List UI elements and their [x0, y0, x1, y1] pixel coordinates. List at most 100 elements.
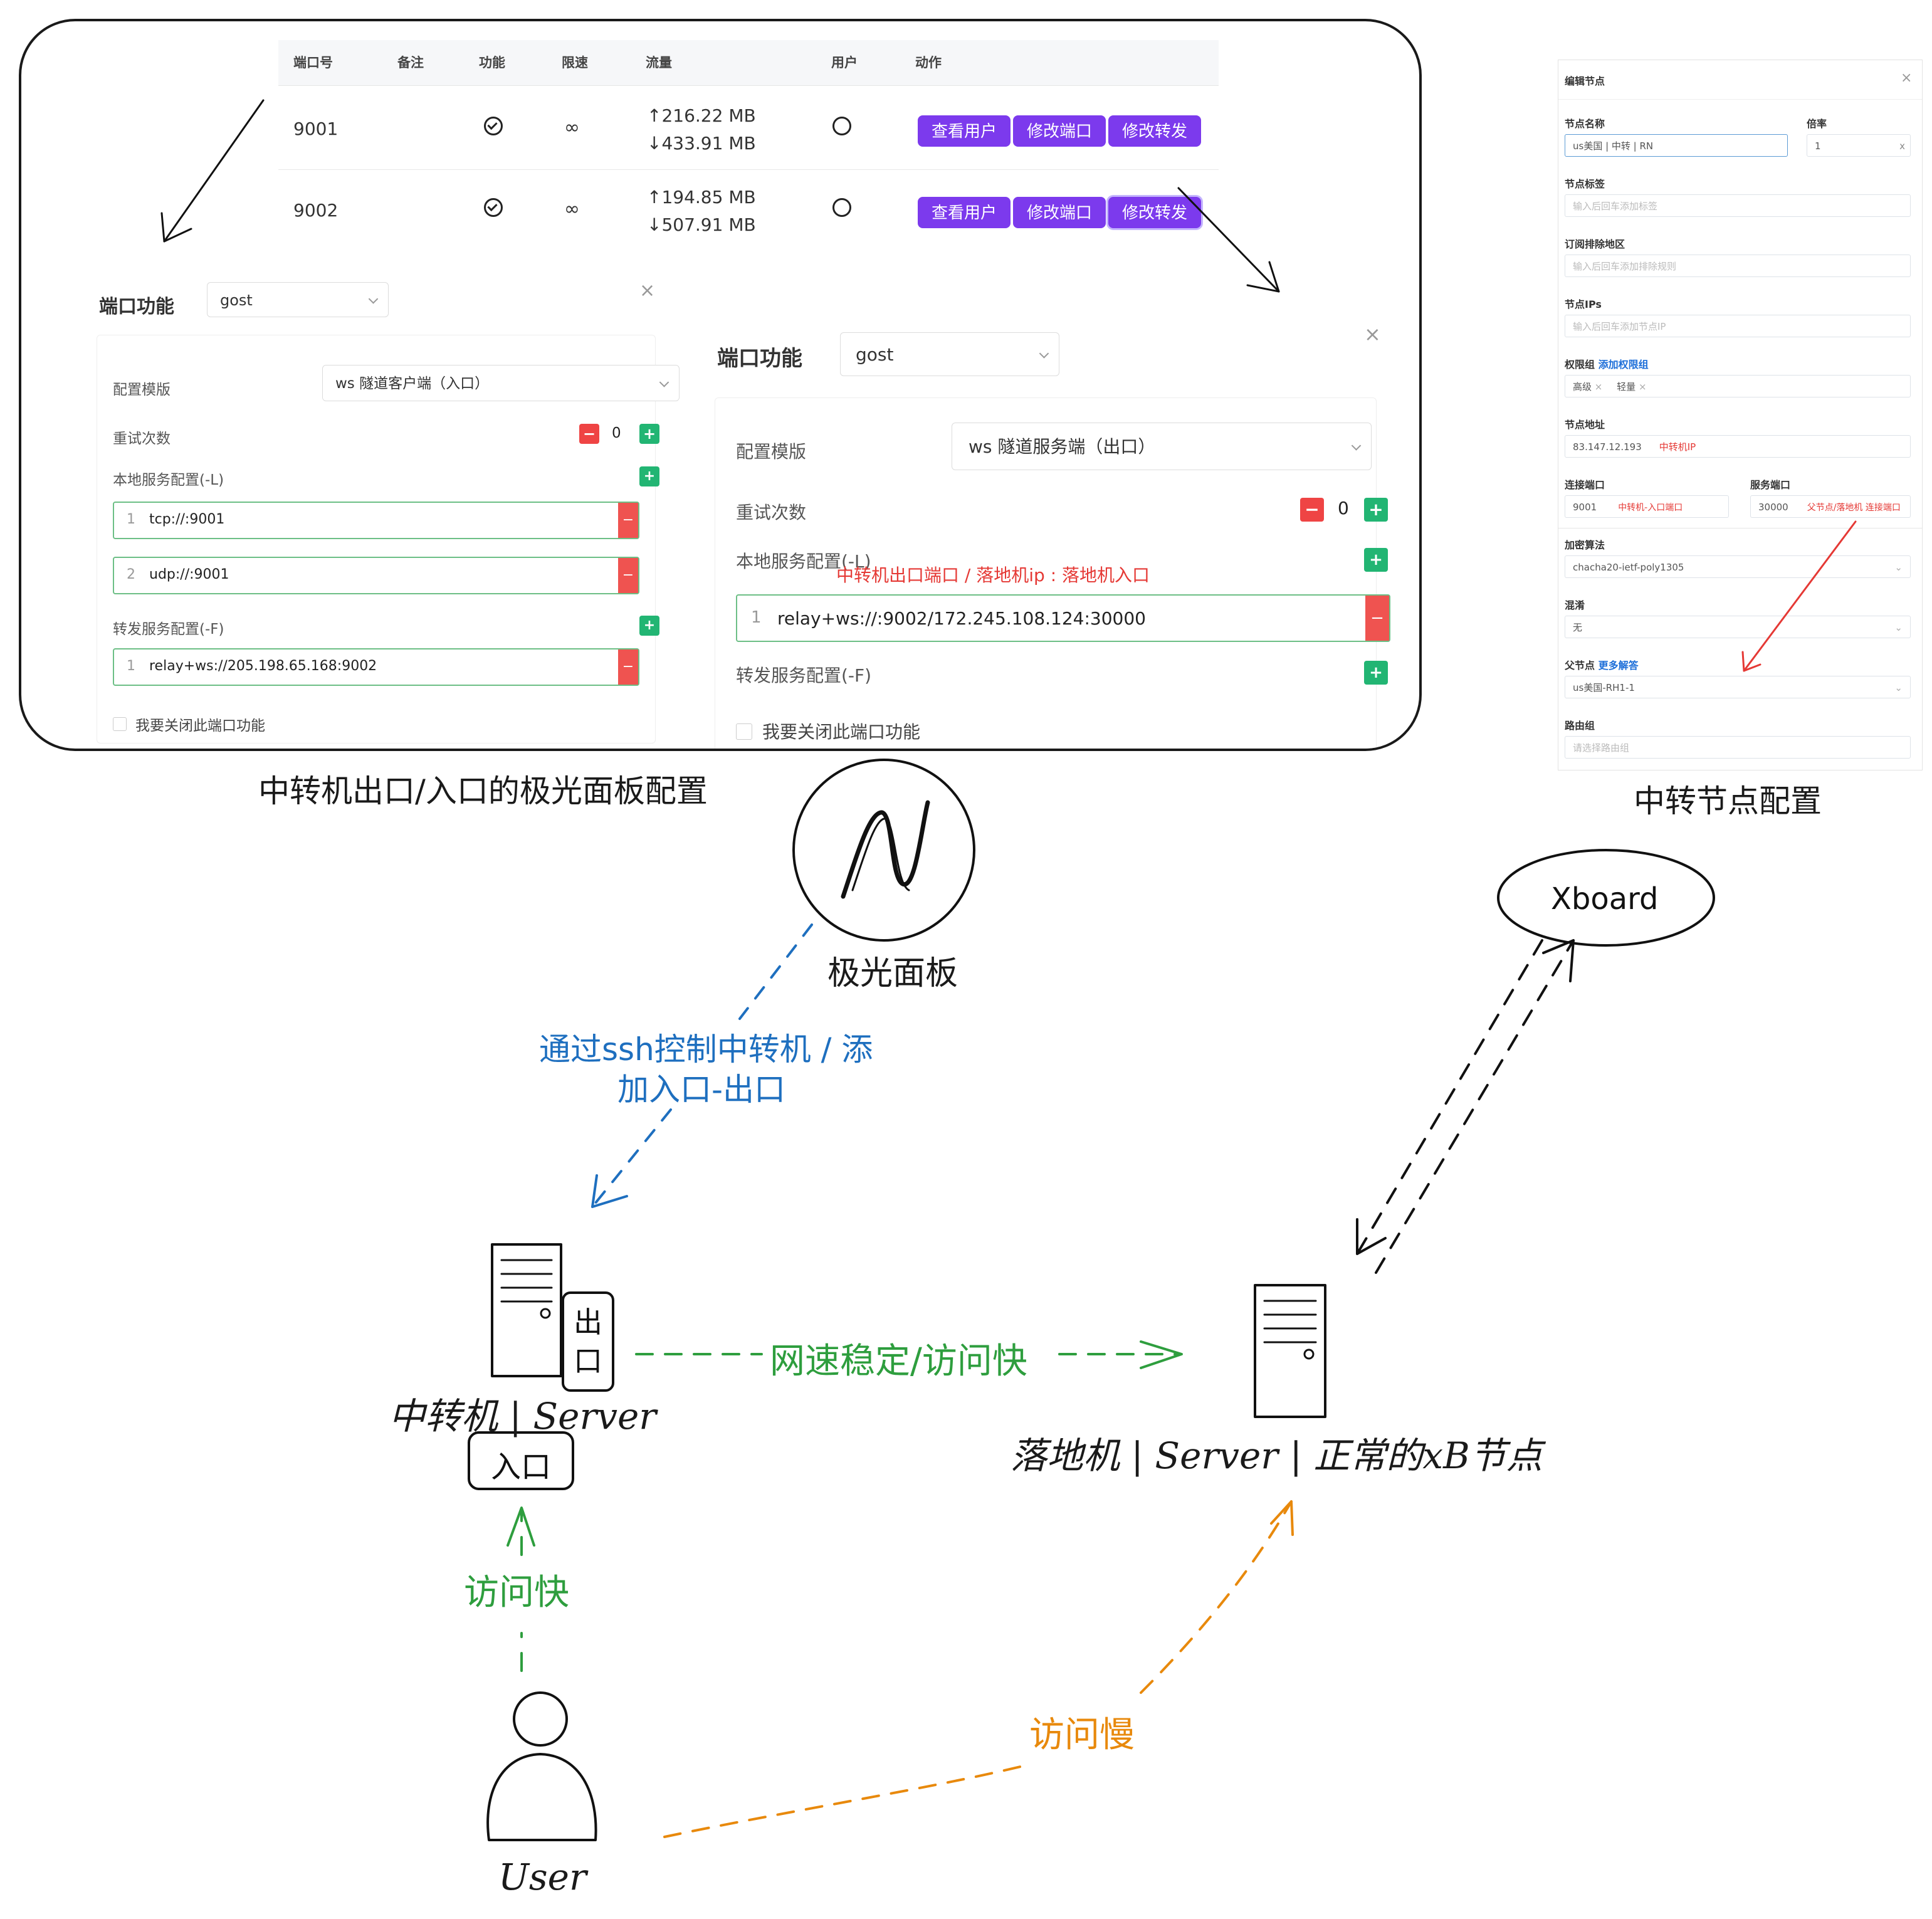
close-icon[interactable]: ×: [1364, 322, 1381, 346]
local-config-label: 本地服务配置(-L): [736, 551, 871, 572]
row2-port: 9002: [293, 200, 339, 221]
node-header: [1558, 60, 1922, 100]
user-circle-icon: [832, 117, 851, 135]
exclude-input[interactable]: 输入后回车添加排除规则: [1565, 255, 1911, 277]
increment-button[interactable]: +: [639, 424, 659, 444]
disable-checkbox[interactable]: [113, 717, 127, 731]
template-label: 配置模版: [113, 382, 171, 398]
addr-input[interactable]: 83.147.12.193 中转机IP: [1565, 435, 1911, 458]
name-input[interactable]: us美国 | 中转 | RN: [1565, 134, 1788, 157]
add-forward-button[interactable]: +: [639, 616, 659, 636]
entry-port-panel: 端口功能 gost × 配置模版 ws 隧道客户端（入口） 重试次数 − 0 +…: [90, 260, 692, 749]
row2-limit: ∞: [564, 198, 580, 220]
more-answers-link[interactable]: 更多解答: [1598, 660, 1639, 671]
cipher-label: 加密算法: [1565, 539, 1605, 551]
svc-port-value: 30000: [1758, 502, 1788, 513]
forward-value: relay+ws://205.198.65.168:9002: [149, 658, 377, 674]
route-select[interactable]: 请选择路由组: [1565, 736, 1911, 759]
perm-input[interactable]: 高级 × 轻量 ×: [1565, 375, 1911, 397]
local-input-1[interactable]: 1 relay+ws://:9002/172.245.108.124:30000…: [736, 594, 1390, 642]
retry-value: 0: [1338, 498, 1349, 518]
ssh-arrow: [738, 923, 813, 1020]
local-input-2[interactable]: 2 udp://:9001 −: [113, 557, 639, 594]
obfs-select[interactable]: 无⌄: [1565, 616, 1911, 638]
edit-port-button[interactable]: 修改端口: [1013, 197, 1106, 228]
remove-button[interactable]: −: [618, 649, 638, 685]
forward-config-label: 转发服务配置(-F): [736, 665, 872, 686]
perm-tag: 高级 ×: [1573, 381, 1602, 392]
row2-up: ↑194.85 MB: [647, 187, 756, 208]
local-input-1[interactable]: 1 tcp://:9001 −: [113, 502, 639, 539]
template-select[interactable]: ws 隧道服务端（出口）: [952, 423, 1372, 470]
perm-tag: 轻量 ×: [1617, 381, 1646, 392]
function-select[interactable]: gost: [840, 332, 1059, 376]
parent-label-text: 父节点: [1565, 660, 1595, 671]
panel-caption: 中转机出口/入口的极光面板配置: [258, 773, 708, 809]
node-caption: 中转节点配置: [1634, 783, 1822, 819]
addr-value: 83.147.12.193: [1573, 441, 1642, 453]
config-card: [715, 397, 1377, 749]
row1-limit: ∞: [564, 117, 580, 139]
edit-forward-button[interactable]: 修改转发: [1108, 197, 1202, 228]
entry-box: [468, 1431, 574, 1490]
chevron-down-icon: ⌄: [1894, 622, 1903, 633]
remove-button[interactable]: −: [1365, 596, 1389, 641]
route-label: 路由组: [1565, 720, 1595, 732]
th-function: 功能: [479, 55, 505, 70]
perm-tag-text: 轻量: [1617, 381, 1636, 392]
function-select[interactable]: gost: [207, 282, 389, 317]
arrowhead: [1140, 1340, 1183, 1369]
add-local-button[interactable]: +: [639, 466, 659, 486]
arrow-to-entry-panel: [163, 99, 265, 243]
close-icon[interactable]: ×: [1638, 381, 1647, 392]
tag-input[interactable]: 输入后回车添加标签: [1565, 194, 1911, 217]
template-select[interactable]: ws 隧道客户端（入口）: [322, 365, 680, 401]
forward-input-1[interactable]: 1 relay+ws://205.198.65.168:9002 −: [113, 648, 639, 686]
close-icon[interactable]: ×: [1594, 381, 1603, 392]
ssh-arrow: [591, 1108, 672, 1208]
parent-value: us美国-RH1-1: [1573, 682, 1635, 693]
clear-icon[interactable]: x: [1899, 140, 1905, 152]
edit-port-button[interactable]: 修改端口: [1013, 115, 1106, 147]
arrowhead: [507, 1506, 535, 1547]
arrowhead: [1741, 651, 1761, 672]
exit-port-panel: 端口功能 gost × 配置模版 ws 隧道服务端（出口） 重试次数 − 0 +…: [705, 310, 1413, 749]
addr-note: 中转机IP: [1659, 441, 1696, 453]
arrowhead: [1246, 261, 1280, 293]
check-circle-icon: [484, 198, 503, 217]
user-body-icon: [486, 1753, 597, 1841]
increment-button[interactable]: +: [1364, 498, 1388, 522]
th-action: 动作: [915, 55, 942, 70]
parent-label: 父节点 更多解答: [1565, 657, 1639, 672]
remove-button[interactable]: −: [618, 558, 638, 593]
view-users-button[interactable]: 查看用户: [918, 197, 1011, 228]
local-config-label: 本地服务配置(-L): [113, 472, 224, 488]
row2-down: ↓507.91 MB: [647, 214, 756, 235]
add-perm-link[interactable]: 添加权限组: [1598, 359, 1649, 371]
tag-label: 节点标签: [1565, 178, 1605, 190]
decrement-button[interactable]: −: [1300, 498, 1324, 522]
user-circle-icon: [832, 198, 851, 217]
perm-tag-text: 高级: [1573, 381, 1592, 392]
decrement-button[interactable]: −: [579, 424, 599, 444]
retry-label: 重试次数: [736, 502, 807, 523]
view-users-button[interactable]: 查看用户: [918, 115, 1011, 147]
ips-input[interactable]: 输入后回车添加节点IP: [1565, 315, 1911, 337]
remove-button[interactable]: −: [618, 503, 638, 538]
fast-line-label: 网速稳定/访问快: [770, 1341, 1027, 1382]
user-head-icon: [513, 1691, 568, 1747]
xboard-ellipse: [1497, 849, 1715, 947]
add-forward-button[interactable]: +: [1364, 661, 1388, 685]
disable-checkbox[interactable]: [736, 723, 752, 740]
add-local-button[interactable]: +: [1364, 548, 1388, 572]
close-icon[interactable]: ×: [639, 280, 656, 302]
parent-select[interactable]: us美国-RH1-1⌄: [1565, 676, 1911, 698]
th-traffic: 流量: [646, 55, 672, 70]
close-icon[interactable]: ×: [1901, 70, 1913, 86]
edit-forward-button[interactable]: 修改转发: [1108, 115, 1202, 147]
cipher-select[interactable]: chacha20-ietf-poly1305⌄: [1565, 555, 1911, 578]
